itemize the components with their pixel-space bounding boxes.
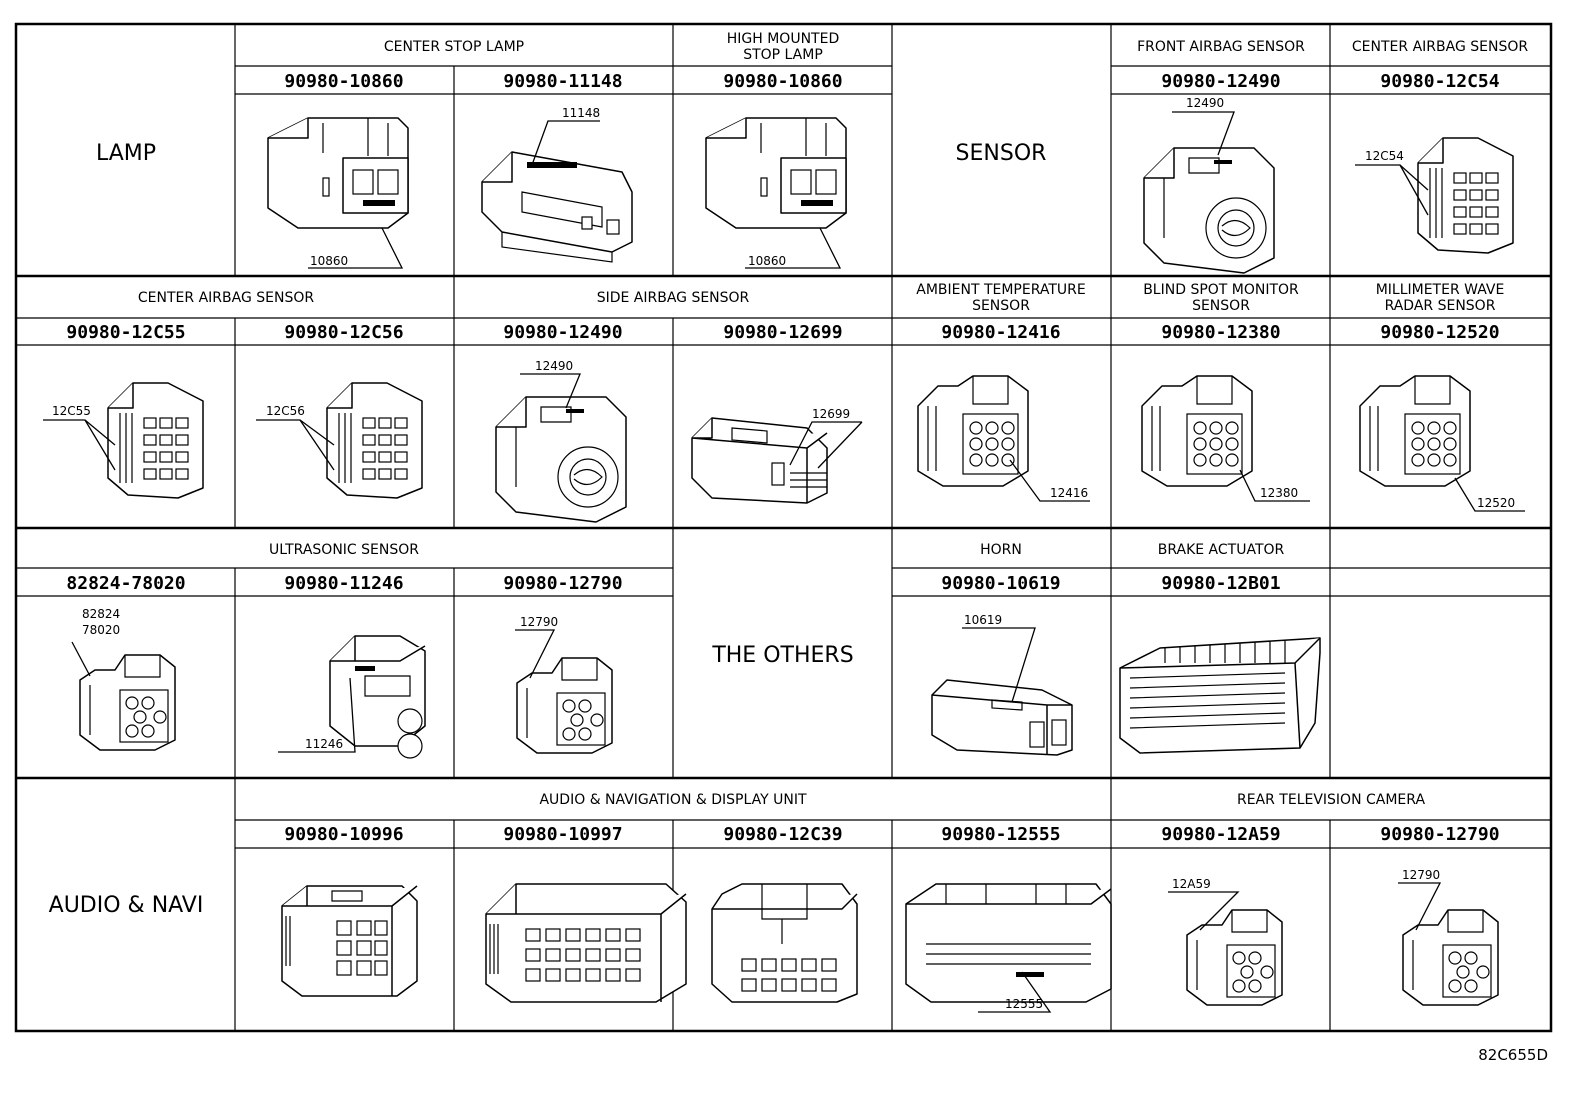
connector-drawing-icon: 12520 (1359, 375, 1525, 512)
connector-drawing-icon: 12C56 (256, 382, 423, 499)
callout-label: 10860 (748, 254, 786, 268)
callout-label: 12416 (1050, 486, 1088, 500)
connector-drawing-icon: 12A59 (1168, 877, 1283, 1006)
part-number: 90980-12C55 (66, 322, 185, 343)
caption-high-mounted-2: STOP LAMP (743, 47, 823, 63)
part-number: 82824-78020 (66, 573, 185, 594)
connector-drawing-icon: 10619 (931, 613, 1073, 756)
connector-drawing-icon: 12790 (515, 615, 613, 754)
part-number: 90980-10860 (723, 71, 842, 92)
callout-label: 82824 (82, 607, 120, 621)
caption-blind-spot-1: BLIND SPOT MONITOR (1143, 282, 1299, 298)
part-number: 90980-10619 (941, 573, 1060, 594)
part-number: 90980-12C39 (723, 824, 842, 845)
part-number: 90980-10996 (284, 824, 403, 845)
caption-audio-nav-display: AUDIO & NAVIGATION & DISPLAY UNIT (539, 792, 806, 808)
callout-label: 12490 (1186, 96, 1224, 110)
part-number: 90980-12520 (1380, 322, 1499, 343)
connector-drawing-icon: 10860 (267, 117, 409, 269)
connector-drawing-icon: 12490 (1143, 96, 1275, 274)
callout-label: 12555 (1005, 997, 1043, 1011)
callout-label: 78020 (82, 623, 120, 637)
caption-ambient-temp-1: AMBIENT TEMPERATURE (916, 282, 1086, 298)
part-number: 90980-12C56 (284, 322, 403, 343)
callout-label: 12C55 (52, 404, 91, 418)
connector-drawing-icon: 12699 (691, 407, 863, 504)
caption-side-airbag-sensor: SIDE AIRBAG SENSOR (597, 290, 750, 306)
callout-label: 12C56 (266, 404, 305, 418)
callout-label: 12790 (1402, 868, 1440, 882)
callout-label: 10860 (310, 254, 348, 268)
part-number: 90980-12490 (1161, 71, 1280, 92)
callout-label: 12520 (1477, 496, 1515, 510)
callout-label: 12A59 (1172, 877, 1211, 891)
part-number: 90980-12A59 (1161, 824, 1280, 845)
callout-label: 12C54 (1365, 149, 1404, 163)
part-number: 90980-12790 (503, 573, 622, 594)
caption-rear-tv-camera: REAR TELEVISION CAMERA (1237, 792, 1425, 808)
part-number: 90980-12699 (723, 322, 842, 343)
callout-label: 12380 (1260, 486, 1298, 500)
part-number: 90980-12B01 (1161, 573, 1280, 594)
connector-drawing-icon: 12380 (1141, 375, 1310, 502)
caption-center-stop-lamp: CENTER STOP LAMP (384, 39, 524, 55)
caption-center-airbag-sensor: CENTER AIRBAG SENSOR (138, 290, 314, 306)
callout-label: 10619 (964, 613, 1002, 627)
caption-brake-actuator: BRAKE ACTUATOR (1158, 542, 1285, 558)
connector-drawing-icon: 12790 (1398, 868, 1499, 1006)
connector-drawing-icon: 12555 (905, 883, 1112, 1013)
callout-label: 11148 (562, 106, 600, 120)
part-number: 90980-12555 (941, 824, 1060, 845)
connector-drawing-icon: 82824 78020 (71, 607, 176, 751)
connector-drawing-icon: 12C55 (43, 382, 204, 499)
part-number: 90980-12416 (941, 322, 1060, 343)
caption-high-mounted-1: HIGH MOUNTED (727, 31, 839, 47)
part-number: 90980-11246 (284, 573, 403, 594)
callout-label: 12490 (535, 359, 573, 373)
part-number: 90980-12C54 (1380, 71, 1499, 92)
caption-mmwave-1: MILLIMETER WAVE (1376, 282, 1505, 298)
figure-code: 82C655D (1478, 1046, 1548, 1064)
caption-horn: HORN (980, 542, 1022, 558)
caption-blind-spot-2: SENSOR (1192, 298, 1250, 314)
part-number: 90980-12790 (1380, 824, 1499, 845)
callout-label: 12790 (520, 615, 558, 629)
callout-label: 11246 (305, 737, 343, 751)
connector-drawing-icon: 12416 (917, 375, 1090, 502)
connector-drawing-icon (281, 885, 418, 997)
caption-mmwave-2: RADAR SENSOR (1385, 298, 1496, 314)
part-number: 90980-12490 (503, 322, 622, 343)
connector-drawing-icon: 11246 (278, 635, 426, 759)
group-label-audio-navi: AUDIO & NAVI (49, 893, 204, 918)
part-number: 90980-10997 (503, 824, 622, 845)
caption-ambient-temp-2: SENSOR (972, 298, 1030, 314)
caption-center-airbag-sensor-top: CENTER AIRBAG SENSOR (1352, 39, 1528, 55)
caption-ultrasonic-sensor: ULTRASONIC SENSOR (269, 542, 419, 558)
connector-drawing-icon: 11148 (481, 106, 633, 263)
connector-drawing-icon (485, 883, 687, 1003)
connector-drawing-icon: 10860 (705, 117, 847, 269)
part-number: 90980-10860 (284, 71, 403, 92)
group-label-lamp: LAMP (96, 141, 156, 166)
callout-label: 12699 (812, 407, 850, 421)
connector-drawing-icon (1119, 637, 1321, 754)
connector-drawing-icon: 12490 (495, 359, 627, 523)
part-number: 90980-11148 (503, 71, 622, 92)
part-number: 90980-12380 (1161, 322, 1280, 343)
group-label-sensor: SENSOR (956, 141, 1047, 166)
connector-drawing-icon (711, 883, 858, 1003)
group-label-the-others: THE OTHERS (711, 643, 853, 668)
caption-front-airbag-sensor: FRONT AIRBAG SENSOR (1137, 39, 1305, 55)
connector-drawing-icon: 12C54 (1355, 137, 1514, 254)
